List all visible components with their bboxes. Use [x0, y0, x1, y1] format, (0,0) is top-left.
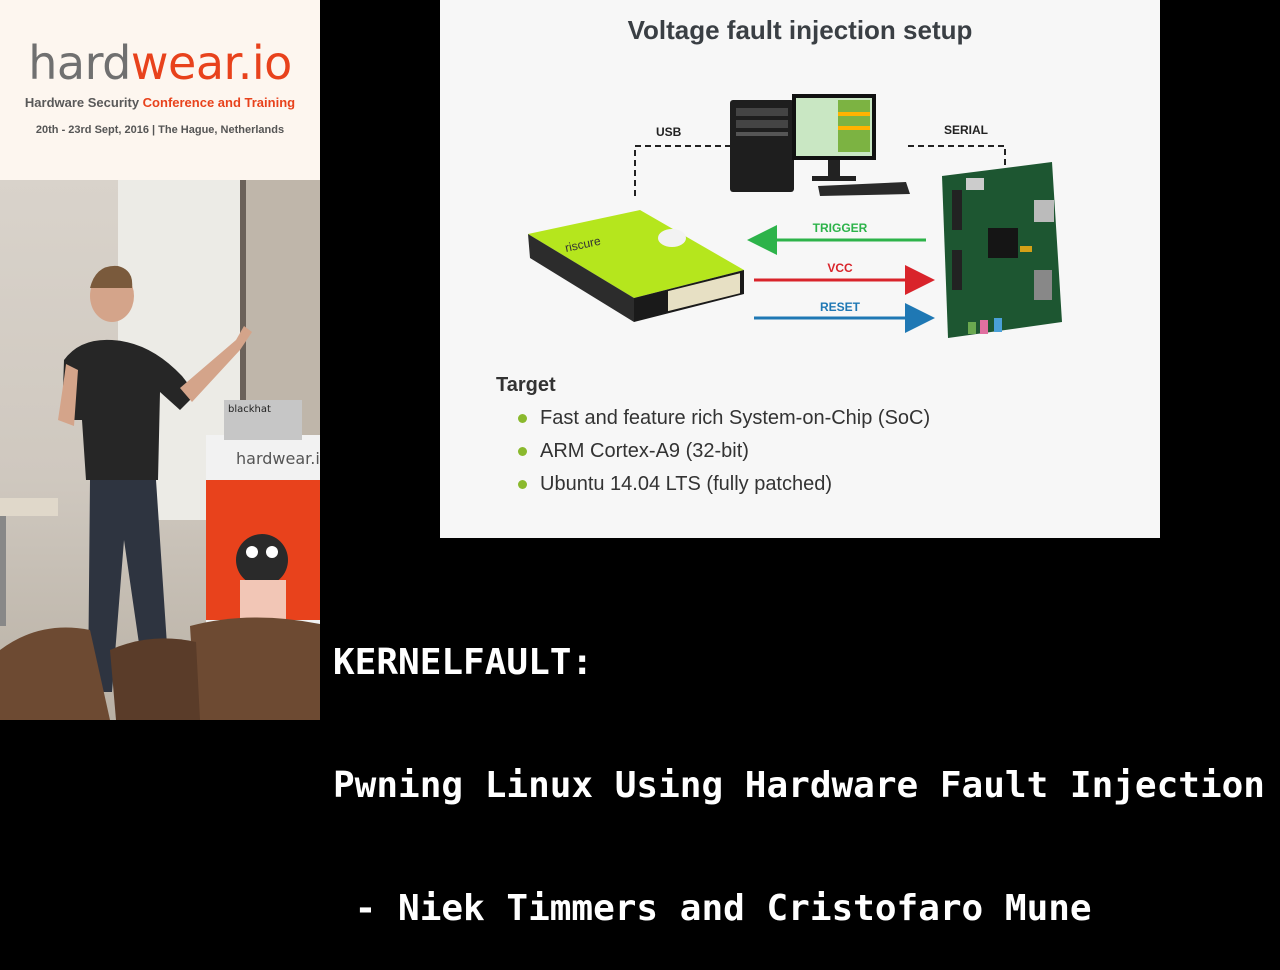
speaker-arm-right: [180, 326, 252, 402]
serial-label: SERIAL: [944, 123, 988, 137]
mascot-eye-left: [246, 546, 258, 558]
computer-icon: [730, 94, 910, 196]
logo-wordmark: hardwear.io: [0, 38, 320, 88]
talk-caption: KERNELFAULT: Pwning Linux Using Hardware…: [333, 560, 1280, 970]
chair-right: [190, 617, 320, 720]
logo-date-line: 20th - 23rd Sept, 2016 | The Hague, Neth…: [35, 124, 285, 136]
logo-word-part2: wear.io: [130, 36, 292, 90]
banner-text: hardwear.io: [236, 449, 320, 468]
table-leg: [0, 516, 6, 626]
serial-connection: [908, 145, 1006, 168]
bullet-dot-icon: [518, 447, 527, 456]
presentation-slide: Voltage fault injection setup USB SERIAL: [440, 0, 1160, 538]
bullet-item: Fast and feature rich System-on-Chip (So…: [518, 404, 930, 437]
mascot-eye-right: [266, 546, 278, 558]
bullet-item: Ubuntu 14.04 LTS (fully patched): [518, 470, 930, 503]
caption-line-speakers: - Niek Timmers and Cristofaro Mune: [333, 888, 1092, 929]
conference-logo: hardwear.io Hardware Security Conference…: [0, 0, 320, 180]
bullet-dot-icon: [518, 480, 527, 489]
speaker-hair: [90, 265, 133, 288]
trigger-label: TRIGGER: [813, 221, 868, 235]
caption-line-title: KERNELFAULT:: [333, 642, 594, 683]
logo-tagline: Hardware Security Conference and Trainin…: [0, 95, 320, 110]
chair-left: [0, 627, 110, 720]
bullet-text: Ubuntu 14.04 LTS (fully patched): [540, 473, 833, 495]
target-board-icon: [942, 162, 1062, 338]
laptop-sticker: blackhat: [228, 404, 271, 415]
logo-tagline-part2: Conference and Training: [142, 95, 296, 110]
laptop: [224, 400, 302, 440]
speaker-arm-left: [58, 364, 78, 426]
setup-diagram: USB SERIAL riscure: [528, 94, 1062, 338]
chair-middle: [110, 638, 200, 720]
caption-line-subtitle: Pwning Linux Using Hardware Fault Inject…: [333, 765, 1265, 806]
fault-injection-device-icon: riscure: [528, 210, 744, 322]
vcc-label: VCC: [827, 261, 853, 275]
target-heading: Target: [496, 374, 556, 396]
logo-word-part1: hard: [28, 36, 131, 90]
target-bullet-list: Fast and feature rich System-on-Chip (So…: [518, 404, 930, 503]
bullet-text: ARM Cortex-A9 (32-bit): [540, 440, 749, 462]
usb-connection: [634, 145, 730, 196]
bullet-dot-icon: [518, 414, 527, 423]
speaker-shirt: [62, 339, 196, 480]
bullet-text: Fast and feature rich System-on-Chip (So…: [540, 407, 931, 429]
slide-title: Voltage fault injection setup: [627, 15, 973, 45]
table-left: [0, 498, 58, 516]
speaker-video: hardwear.io blackhat: [0, 180, 320, 720]
mascot-icon: [236, 534, 288, 586]
usb-label: USB: [656, 125, 682, 139]
bullet-item: ARM Cortex-A9 (32-bit): [518, 437, 930, 470]
reset-label: RESET: [820, 300, 861, 314]
mascot-body: [240, 580, 286, 620]
speaker-scene: hardwear.io blackhat: [0, 180, 320, 720]
logo-tagline-part1: Hardware Security: [24, 95, 143, 110]
speaker-jeans: [88, 480, 170, 692]
